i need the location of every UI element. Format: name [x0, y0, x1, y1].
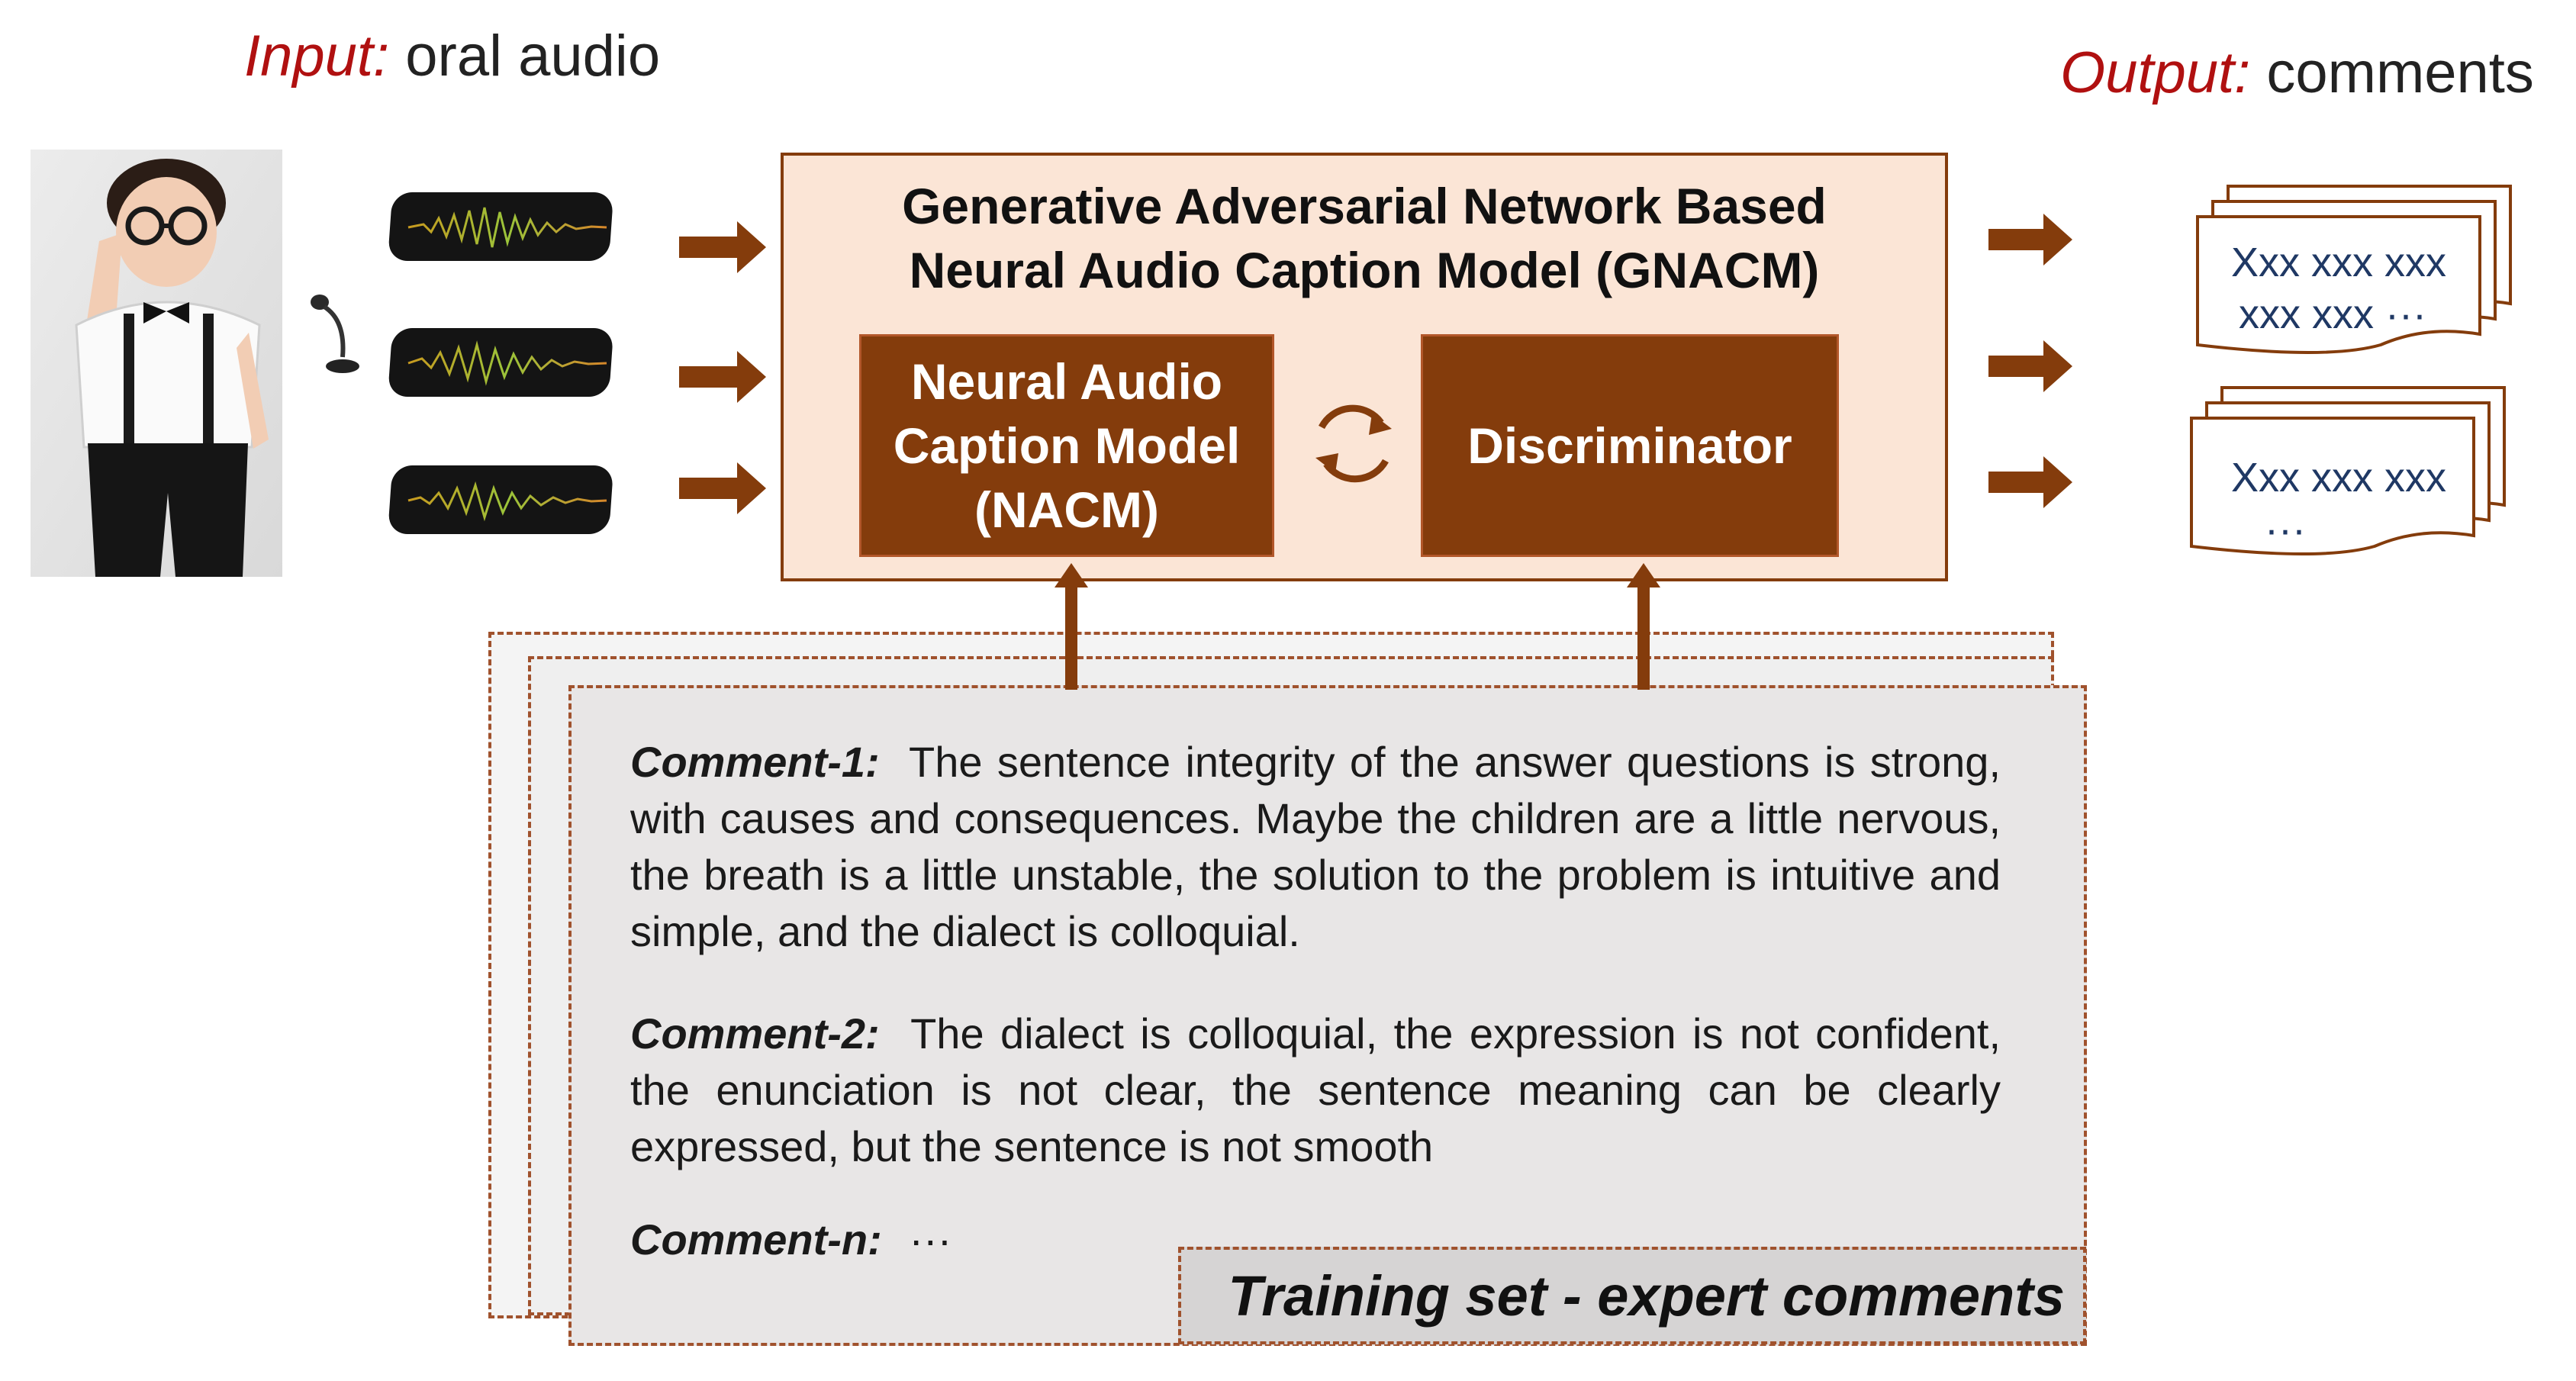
microphone-icon [311, 295, 359, 373]
comment-n: Comment-n: ··· [630, 1212, 1393, 1268]
output-text: comments [2266, 40, 2534, 105]
input-keyword: Input: [244, 24, 390, 89]
discriminator-label: Discriminator [1467, 417, 1792, 474]
arrow-right-icon [1988, 456, 2072, 508]
output-doc-1-line1: Xxx xxx xxx [2231, 240, 2447, 285]
training-card-front [568, 685, 2087, 1346]
arrow-right-icon [679, 462, 766, 514]
output-doc-1-line2: xxx xxx ··· [2239, 291, 2426, 337]
output-doc-2-text: Xxx xxx xxx ··· [2231, 452, 2446, 555]
gnacm-title-line2: Neural Audio Caption Model (GNACM) [909, 242, 1820, 298]
comment-1-text: The sentence integrity of the answer que… [630, 738, 2001, 955]
training-set-label-text: Training set - expert comments [1228, 1264, 2065, 1328]
cycle-arrows-icon [1315, 404, 1392, 483]
comment-2-label: Comment-2: [630, 1009, 880, 1057]
document-stack-icon [2190, 386, 2506, 555]
audio-waveform-icon [388, 328, 613, 397]
comment-1: Comment-1: The sentence integrity of the… [630, 734, 2001, 960]
output-doc-2-line2: ··· [2265, 507, 2306, 552]
input-text: oral audio [405, 24, 661, 89]
arrow-up-icon [1627, 563, 1660, 690]
comment-1-label: Comment-1: [630, 738, 880, 786]
nacm-line3: (NACM) [974, 481, 1159, 538]
arrow-up-icon [1055, 563, 1088, 690]
output-keyword: Output: [2060, 40, 2251, 105]
input-title: Input: oral audio [244, 23, 660, 89]
gnacm-title: Generative Adversarial Network Based Neu… [781, 174, 1948, 302]
arrow-right-icon [679, 351, 766, 403]
output-title: Output: comments [2060, 40, 2534, 106]
arrow-right-icon [1988, 214, 2072, 266]
comment-2-text: The dialect is colloquial, the expressio… [630, 1009, 2001, 1170]
arrow-right-icon [679, 221, 766, 273]
nacm-line2: Caption Model [893, 417, 1241, 474]
discriminator-box: Discriminator [1421, 334, 1839, 557]
comment-n-label: Comment-n: [630, 1215, 882, 1264]
comment-2: Comment-2: The dialect is colloquial, th… [630, 1006, 2001, 1175]
training-set-label: Training set - expert comments [1178, 1247, 2086, 1344]
arrow-right-icon [1988, 340, 2072, 392]
nacm-box: Neural Audio Caption Model (NACM) [859, 334, 1274, 557]
document-stack-icon [2196, 185, 2512, 354]
child-photo [31, 150, 282, 577]
output-doc-1-text: Xxx xxx xxx xxx xxx ··· [2231, 237, 2446, 340]
gnacm-title-line1: Generative Adversarial Network Based [902, 178, 1827, 234]
audio-waveform-icon [388, 192, 613, 261]
nacm-line1: Neural Audio [910, 353, 1223, 410]
comment-n-text: ··· [909, 1215, 952, 1264]
audio-waveform-icon [388, 465, 613, 534]
output-doc-2-line1: Xxx xxx xxx [2231, 455, 2447, 501]
